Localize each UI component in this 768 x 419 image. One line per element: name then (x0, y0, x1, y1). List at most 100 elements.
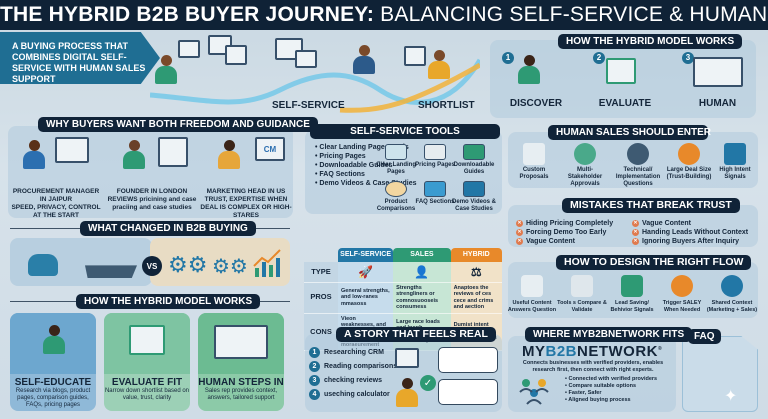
trend-up-icon (724, 143, 746, 165)
guide-book-icon (463, 144, 485, 160)
rocket-icon: 🚀 (338, 262, 394, 283)
mistake-item: ✕Vague Content (516, 237, 576, 245)
mybnet-logo: MYB2BNETWORK® (522, 343, 663, 360)
mistakes-heading: MISTAKES THAT BREAK TRUST (562, 198, 740, 213)
mybnet-bullet: • Compare suitable options (565, 383, 637, 389)
businessman-icon (350, 45, 378, 75)
document-pen-icon (523, 143, 545, 165)
documents-checklist-icon (129, 325, 165, 355)
review-stars-icon: CM (255, 137, 285, 161)
tools-list-item: • Pricing Pages (315, 153, 366, 160)
buyer-desc: SPEED, PRIVACY, CONTROL AT THE START (11, 204, 101, 219)
custom-proposals: Custom Proposals (509, 143, 559, 181)
high-intent-signals: High Intent Signals (712, 143, 758, 181)
card-title: SELF-EDUCATE (14, 376, 92, 388)
delivery-scooter-icon (28, 254, 58, 276)
mistake-item: ✕Ignoring Buyers After Inquiry (632, 237, 739, 245)
faq-heading: FAQ (688, 329, 721, 344)
mistakes-left: ✕Hiding Pricing Completely ✕Forcing Demo… (516, 219, 613, 246)
seated-person-icon (425, 50, 453, 80)
balance-scale-icon (385, 181, 407, 197)
salesperson-icon: 👤 (393, 262, 451, 283)
page-title: THE HYBRID B2B BUYER JOURNEY: BALANCING … (0, 0, 768, 30)
tools-list: • Clear Landing Pages Tools • Pricing Pa… (315, 143, 417, 188)
mybnet-bullet: • Connected with verified providers (565, 376, 658, 382)
step-evaluate: EVALUATE (598, 98, 652, 109)
buyer-desc: REVIEWS pricining and case praciing and … (107, 196, 197, 211)
story-heading: A STORY THAT FEELS REAL (336, 327, 496, 342)
speech-bubble (438, 379, 498, 405)
faq-chat-icon (424, 181, 446, 197)
step-discover: DISCOVER (509, 98, 563, 109)
pricing-page-icon (424, 144, 446, 160)
step-number-3: 3 (682, 52, 694, 64)
search-page-icon (295, 50, 317, 68)
flow-step: Shared Context (Marketing + Sales) (706, 275, 758, 313)
clipboard-search-icon (571, 275, 593, 297)
growth-chart-icon (252, 248, 282, 278)
tool-product-comparisons: Product Comparisons (374, 181, 418, 213)
card-title: EVALUATE FIT (111, 376, 183, 388)
speech-bubble (438, 347, 498, 373)
what-changed-heading: WHAT CHANGED IN B2B BUYING (80, 221, 256, 236)
hero-banner: A BUYING PROCESS THAT COMBINES DIGITAL S… (0, 32, 160, 84)
col-self-service: SELF-SERVICE (338, 248, 394, 262)
vs-badge: VS (142, 256, 162, 276)
handshake-monitor-icon (214, 325, 268, 359)
col-sales: SALES (393, 248, 451, 262)
tools-list-item: • Downloadable Guides (315, 162, 393, 169)
tool-downloadable-guides: Downloadable Guides (452, 144, 496, 176)
mistake-item: ✕Hiding Pricing Completely (516, 219, 614, 227)
multi-stakeholder: Multi-Stakeholder Approvals (560, 143, 610, 188)
table-row-pros: PROS General strengths, and low-ranes mm… (304, 282, 502, 314)
network-people-icon (518, 376, 550, 406)
landing-page-icon (385, 144, 407, 160)
woman-buyer-icon (393, 378, 421, 408)
discover-person-icon (515, 55, 543, 85)
title-bold: THE HYBRID B2B BUYER JOURNEY: (0, 3, 375, 26)
hero-label-self-service: SELF-SERVICE (272, 100, 345, 111)
founder-icon (120, 140, 148, 170)
card-title: HUMAN STEPS IN (198, 376, 284, 388)
large-deal-size: Large Deal Size (Trust-Building) (664, 143, 714, 181)
mistake-item: ✕Handing Leads Without Context (632, 228, 749, 236)
scales-icon: ⚖ (450, 262, 502, 283)
step-human: HUMAN (698, 98, 737, 109)
megaphone-icon (671, 275, 693, 297)
buyer-role: FOUNDER IN LONDON (116, 188, 188, 195)
faq-card[interactable] (682, 336, 758, 412)
chart-screen-icon (225, 45, 247, 65)
table-row-type: TYPE 🚀 👤 ⚖ (304, 262, 502, 283)
marketing-head-icon (215, 140, 243, 170)
step-number-1: 1 (502, 52, 514, 64)
gear-wrench-icon (627, 143, 649, 165)
report-icon (158, 137, 188, 167)
technical-questions: Technical/ Implementation Questions (613, 143, 663, 188)
group-icon (574, 143, 596, 165)
mybnet-desc: Connects businesses with verified provid… (522, 360, 664, 373)
title-light: BALANCING SELF-SERVICE & HUMAN SUPPORT (380, 3, 768, 26)
flow-step: Trigger SALEY When Needed (656, 275, 708, 313)
content-doc-icon (521, 275, 543, 297)
procurement-manager-icon (20, 140, 48, 170)
tool-landing-pages: Clear Landing Pages (374, 144, 418, 176)
bar-chart-icon (621, 275, 643, 297)
gears-icon (678, 143, 700, 165)
flow-step: Lead Saving/ Behivior Signals (606, 275, 658, 313)
tools-list-item: • Clear Landing Pages Tools (315, 144, 409, 151)
tools-heading: SELF-SERVICE TOOLS (310, 124, 500, 139)
journey-path-icon (150, 58, 480, 113)
tool-pricing-pages: Pricing Pages (413, 144, 457, 169)
hybrid-bottom-heading: HOW THE HYBRID MODEL WORKS (76, 294, 261, 309)
card-desc: Research via blogs, product pages, compa… (15, 387, 91, 408)
human-sales-heading: HUMAN SALES SHOULD ENTER (548, 125, 711, 140)
buyer-laptop-icon (152, 55, 180, 85)
card-desc: Sales rep provides context, answers, tai… (204, 387, 278, 401)
